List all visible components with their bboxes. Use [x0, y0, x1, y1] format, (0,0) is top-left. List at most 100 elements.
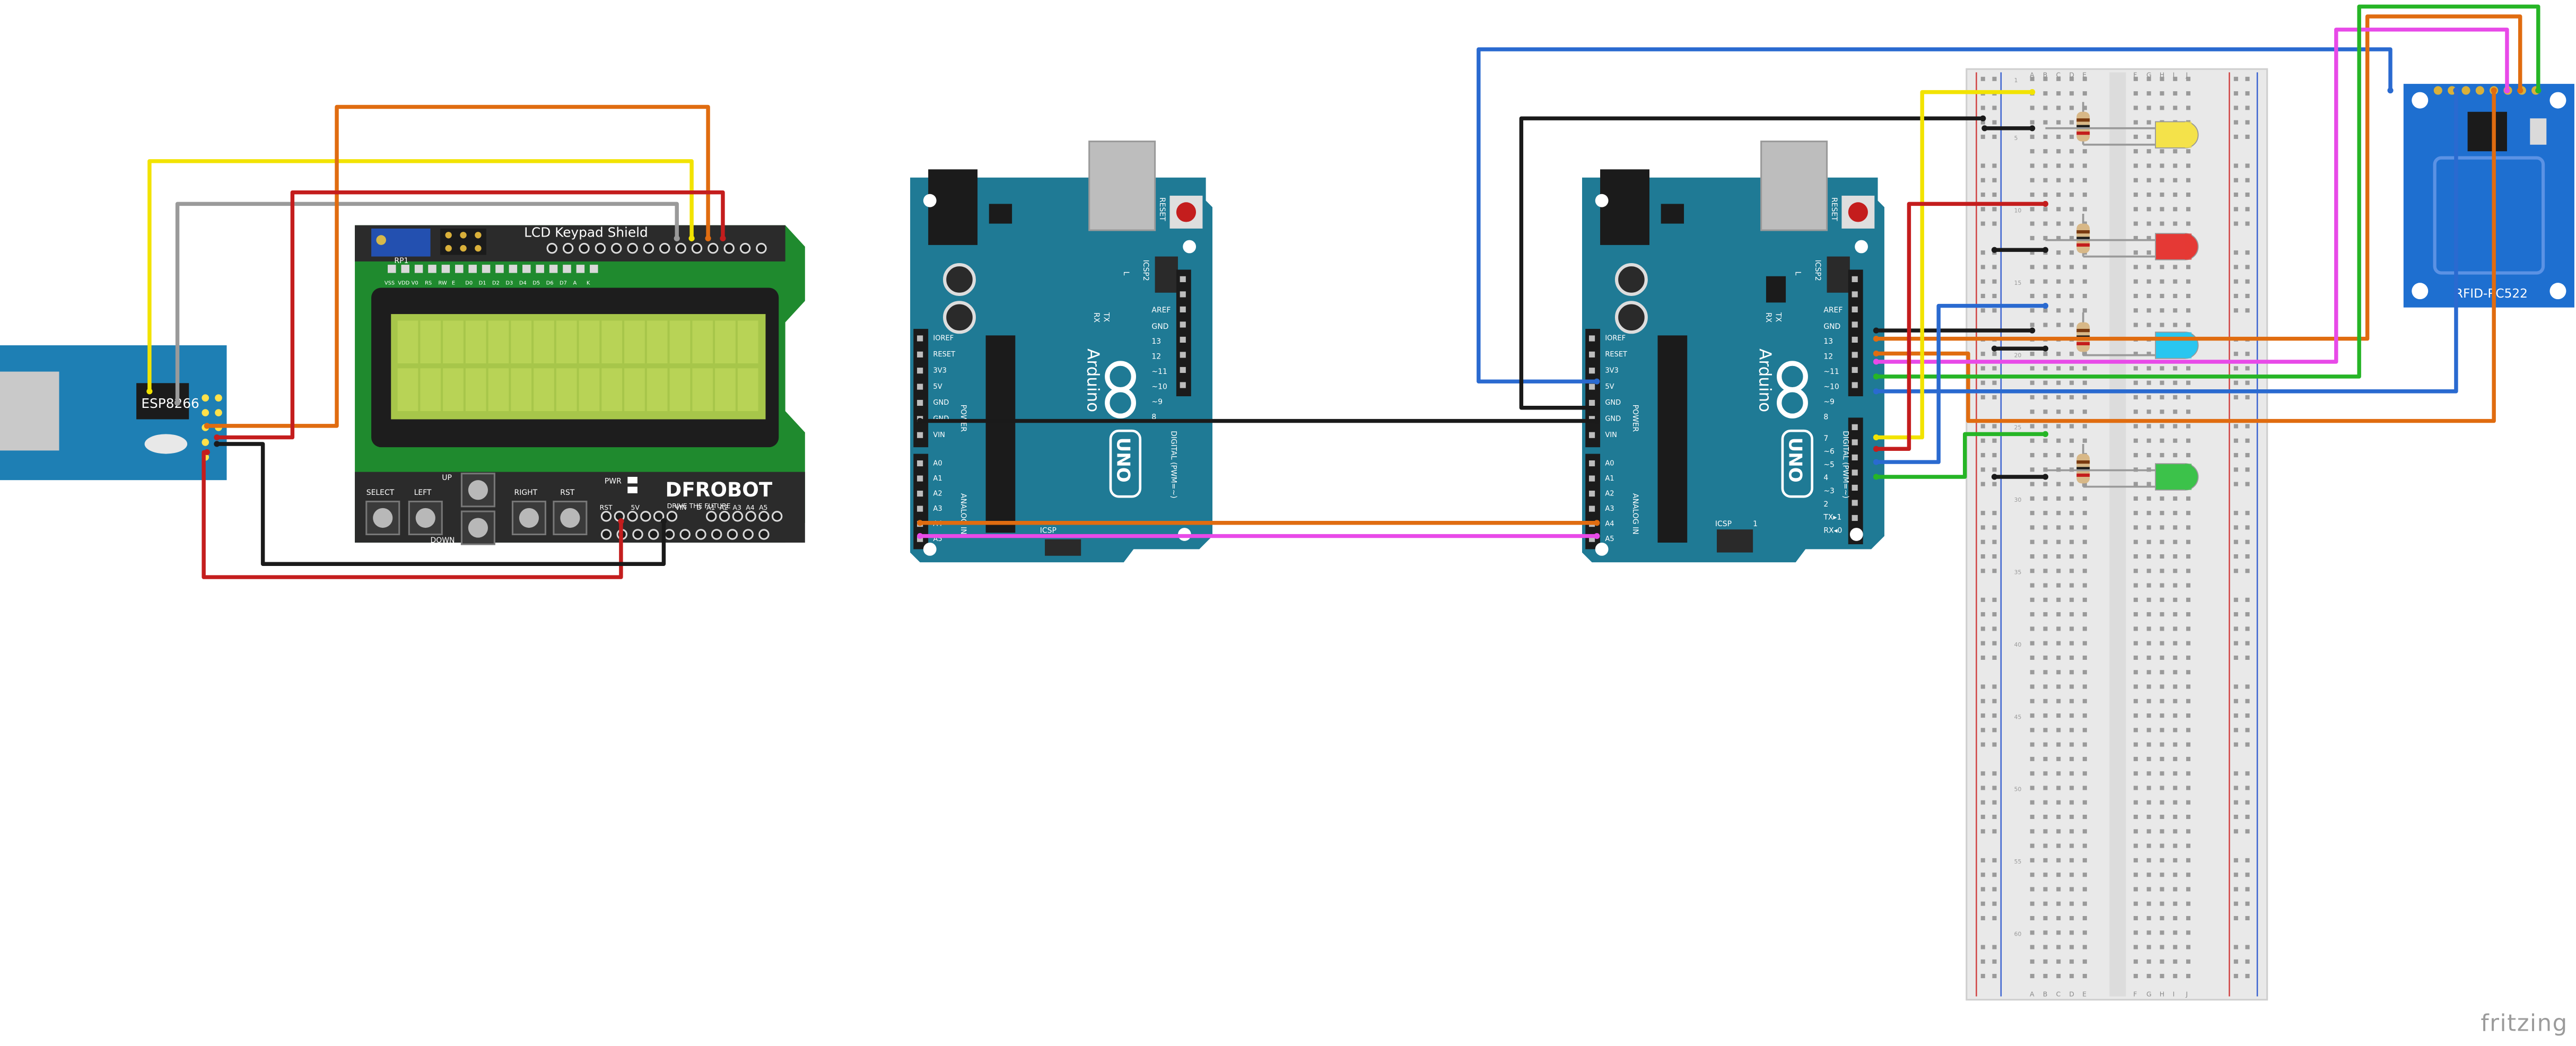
breadboard-hole: [2043, 699, 2048, 703]
lcd-pin-row: [388, 265, 598, 273]
lcd-pin: [549, 265, 558, 273]
breadboard-hole: [2043, 539, 2048, 544]
breadboard-hole: [2146, 583, 2151, 588]
breadboard-rail-hole: [2233, 134, 2238, 139]
breadboard-column-letter: H: [2160, 990, 2164, 998]
breadboard-hole: [2146, 91, 2151, 96]
r1-component: [627, 486, 638, 493]
breadboard-hole: [2082, 583, 2087, 588]
digital-header-pin: [1852, 439, 1858, 446]
left-label: LEFT: [414, 489, 432, 497]
lcd-header-pin: [756, 242, 767, 254]
arduino-right-uno-badge: [1781, 429, 1813, 498]
breadboard-rail-hole: [2233, 786, 2238, 790]
breadboard-rail-hole: [2233, 192, 2238, 197]
arduino-left-cap2: [943, 301, 976, 334]
breadboard-center-channel: [2109, 72, 2126, 997]
wire-endpoint: [1873, 474, 1880, 480]
breadboard-hole: [2030, 699, 2034, 703]
breadboard-hole: [2030, 250, 2034, 255]
lcd-analog-pin: [745, 511, 756, 522]
breadboard-hole: [2173, 207, 2178, 212]
breadboard-rail-hole: [2233, 887, 2238, 892]
breadboard-hole: [2133, 308, 2138, 313]
lcd-header-pin: [546, 242, 558, 254]
breadboard-hole: [2133, 265, 2138, 269]
resistor-band: [2076, 118, 2090, 122]
breadboard-hole: [2133, 424, 2138, 429]
breadboard-hole: [2069, 583, 2074, 588]
breadboard-rail-hole: [1980, 438, 1985, 443]
breadboard-hole: [2030, 293, 2034, 299]
power-header-pin: [917, 432, 923, 438]
breadboard-hole: [2186, 76, 2191, 81]
breadboard-rail-hole: [2233, 641, 2238, 646]
breadboard-hole: [2160, 149, 2164, 154]
breadboard-rail-hole: [2233, 178, 2238, 182]
breadboard-hole: [2133, 554, 2138, 559]
digital-label: AREF: [1823, 306, 1843, 315]
breadboard-hole: [2043, 641, 2048, 646]
breadboard-hole: [2030, 641, 2034, 646]
lcd-character-cell: [715, 320, 736, 364]
breadboard-rail-hole: [2233, 699, 2238, 703]
lcd-bottom-pin: [663, 529, 675, 540]
breadboard-hole: [2160, 612, 2164, 617]
breadboard-hole: [2146, 366, 2151, 371]
breadboard-hole: [2173, 815, 2178, 820]
breadboard-hole: [2133, 106, 2138, 110]
breadboard-hole: [2146, 525, 2151, 530]
breadboard-hole: [2133, 641, 2138, 646]
breadboard-column-letter: B: [2043, 71, 2047, 79]
right-button-cap: [519, 508, 539, 528]
lcd-analog-pin: [732, 511, 744, 522]
breadboard-hole: [2069, 76, 2074, 81]
breadboard-rail-hole: [2233, 815, 2238, 820]
breadboard-hole: [2030, 583, 2034, 588]
wire-endpoint: [705, 235, 711, 242]
power-label: 5V: [1605, 383, 1614, 391]
digital-label: ~9: [1151, 398, 1163, 406]
lcd-analog-pin: [758, 511, 770, 522]
breadboard-rail-hole: [1992, 106, 1997, 110]
breadboard-hole: [2146, 916, 2151, 921]
breadboard-rail-hole: [2233, 829, 2238, 834]
breadboard-rail-hole: [1980, 554, 1985, 559]
breadboard-hole: [2133, 699, 2138, 703]
breadboard-hole: [2186, 945, 2191, 949]
wire-endpoint: [1873, 434, 1880, 441]
breadboard-hole: [2069, 641, 2074, 646]
breadboard-hole: [2146, 728, 2151, 733]
up-label: UP: [442, 474, 452, 482]
arduino-right-mount-hole: [1849, 528, 1863, 541]
breadboard-hole: [2082, 612, 2087, 617]
breadboard-hole: [2043, 178, 2048, 182]
rfid-mount-hole: [2412, 92, 2429, 109]
lcd-bottom-pin: [600, 529, 612, 540]
lcd-character-cell: [737, 320, 758, 364]
lcd-header-pin: [562, 242, 574, 254]
digital-label: ~6: [1823, 448, 1835, 456]
lcd-bottom-pin: [648, 529, 659, 540]
arduino-right-icsp-header: [1716, 529, 1753, 553]
breadboard-hole: [2043, 756, 2048, 761]
breadboard-hole: [2173, 959, 2178, 964]
lcd-arrow: [788, 324, 809, 378]
breadboard-hole: [2082, 829, 2087, 834]
breadboard-rail-hole: [2245, 829, 2250, 834]
breadboard-hole: [2160, 163, 2164, 168]
breadboard-hole: [2186, 554, 2191, 559]
breadboard-hole: [2056, 959, 2061, 964]
breadboard-hole: [2146, 120, 2151, 125]
breadboard-hole: [2056, 901, 2061, 906]
breadboard-hole: [2069, 930, 2074, 935]
lcd-character-cell: [397, 368, 418, 411]
breadboard-hole: [2069, 178, 2074, 182]
up-button[interactable]: [460, 473, 495, 508]
breadboard-hole: [2173, 539, 2178, 544]
lcd-character-cell: [737, 368, 758, 411]
analog-label: A5: [1605, 535, 1614, 543]
breadboard-hole: [2173, 843, 2178, 848]
breadboard-rail-hole: [1980, 597, 1985, 602]
